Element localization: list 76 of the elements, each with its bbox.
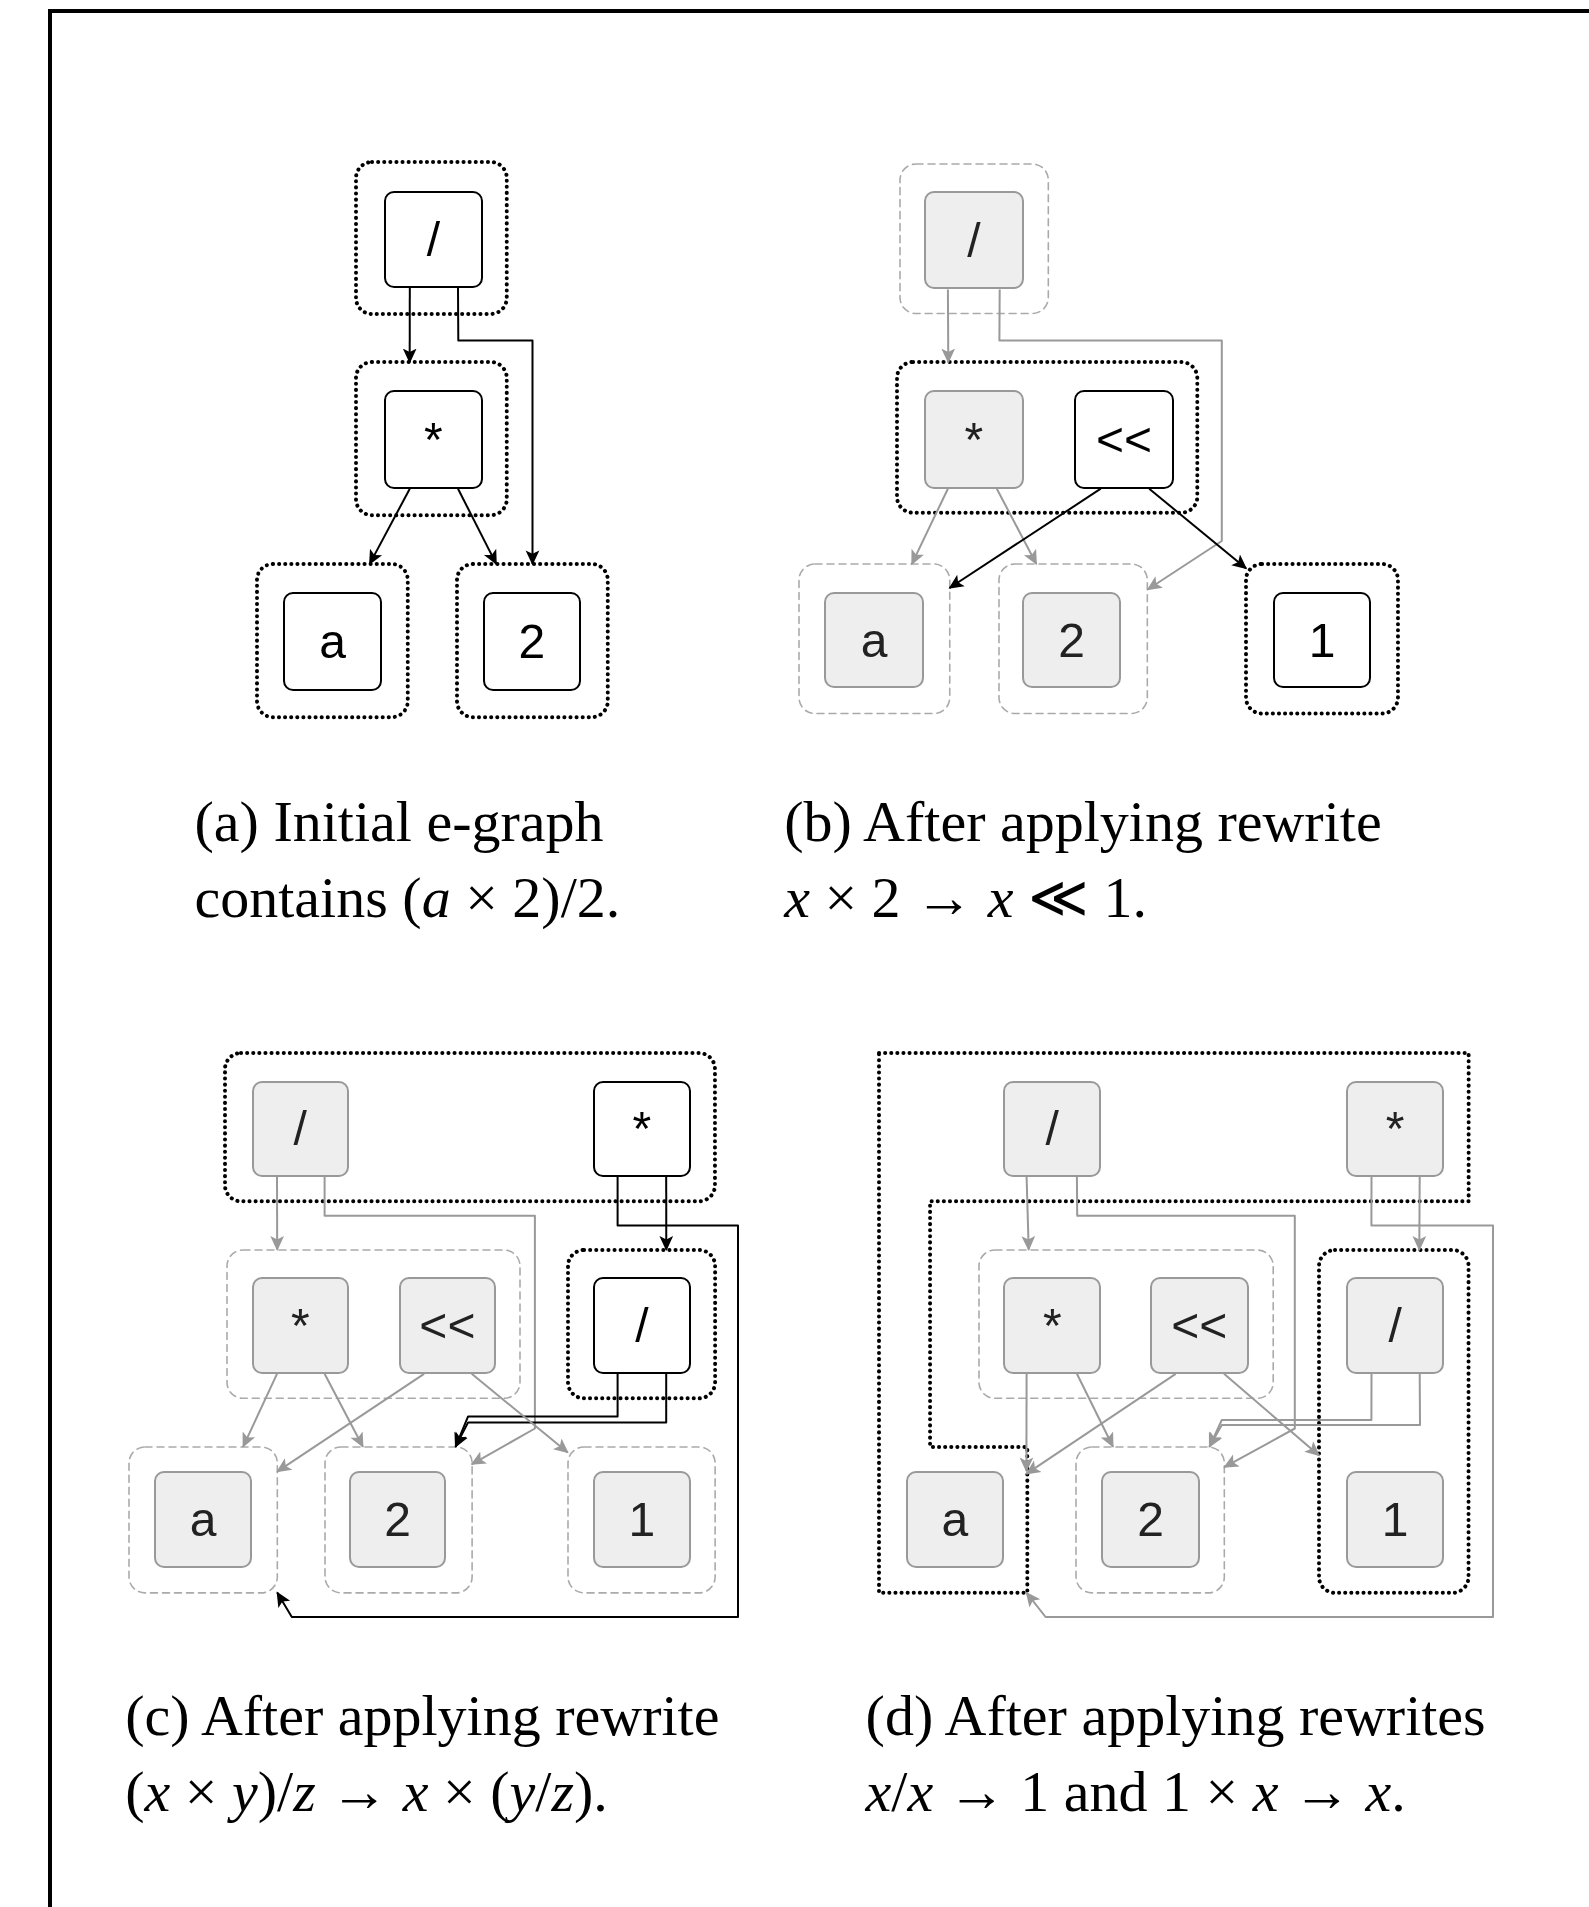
dashed-class-outline (978, 1249, 1273, 1399)
operator-node: * (384, 390, 483, 489)
operator-node: * (593, 1080, 691, 1177)
dotted-class-outline (879, 1052, 1469, 1593)
operator-node: a (283, 592, 382, 691)
arrow (1019, 1372, 1034, 1473)
operator-node: << (398, 1276, 496, 1374)
arrow (368, 487, 411, 566)
operator-node: 1 (1272, 592, 1372, 689)
arrow (1025, 1175, 1494, 1618)
dotted-class-outline (1246, 564, 1399, 714)
arrow (457, 287, 540, 566)
arrow (941, 288, 956, 364)
dotted-class-outline (457, 564, 608, 718)
arrow (242, 1372, 278, 1448)
caption: (c) After applying rewrite (x × y)/z → x × (y/z). (125, 1681, 721, 1826)
arrow (457, 487, 498, 566)
dotted-class-outline (356, 161, 507, 314)
arrow (402, 287, 417, 364)
operator-node: 1 (1345, 1471, 1445, 1569)
operator-node: 2 (348, 1471, 447, 1569)
dashed-class-outline (324, 1446, 472, 1593)
operator-node: / (593, 1276, 691, 1374)
arrow (470, 1372, 569, 1454)
arrow (270, 1175, 284, 1251)
arrow (454, 1372, 668, 1448)
caption: (a) Initial e-graph contains (a × 2)/2. (194, 788, 622, 933)
arrow (323, 1175, 536, 1466)
arrow (1148, 487, 1248, 570)
dotted-class-outline (256, 564, 408, 718)
dashed-class-outline (1075, 1446, 1225, 1593)
caption: (d) After applying rewrites x/x → 1 and 1 × x → x. (865, 1681, 1487, 1826)
dashed-class-outline (128, 1446, 278, 1593)
operator-node: 2 (1101, 1471, 1200, 1569)
dotted-class-outline (567, 1249, 715, 1399)
arrow (323, 1372, 364, 1448)
arrow (659, 1175, 674, 1251)
operator-node: 2 (482, 592, 582, 691)
arrow (1021, 1175, 1036, 1251)
arrow (276, 1372, 426, 1473)
operator-node: / (1003, 1080, 1102, 1177)
arrow (995, 487, 1038, 566)
operator-node: / (251, 1080, 349, 1177)
arrow (1075, 1175, 1296, 1469)
arrow (1075, 1372, 1114, 1448)
dotted-class-outline (897, 362, 1198, 514)
operator-node: a (154, 1471, 252, 1569)
operator-node: / (384, 190, 483, 289)
operator-node: * (1003, 1276, 1102, 1374)
operator-node: 2 (1022, 592, 1121, 689)
dashed-class-outline (567, 1446, 715, 1593)
arrow (910, 487, 949, 566)
arrow (998, 288, 1223, 591)
dashed-class-outline (798, 564, 950, 714)
arrow (1223, 1372, 1321, 1457)
arrow (948, 487, 1102, 589)
operator-node: / (923, 190, 1024, 290)
arrow (1412, 1175, 1427, 1251)
operator-node: a (905, 1471, 1005, 1569)
operator-node: * (1345, 1080, 1445, 1177)
dashed-class-outline (999, 564, 1148, 714)
dashed-class-outline (227, 1249, 521, 1399)
dashed-class-outline (899, 164, 1048, 314)
operator-node: << (1150, 1276, 1249, 1374)
caption: (b) After applying rewrite x × 2 → x ≪ 1. (784, 788, 1383, 933)
dotted-class-outline (1319, 1249, 1469, 1593)
operator-node: << (1073, 390, 1175, 489)
operator-node: 1 (593, 1471, 691, 1569)
dotted-class-outline (224, 1052, 715, 1202)
arrow (1208, 1372, 1421, 1448)
dotted-class-outline (356, 362, 507, 516)
operator-node: * (251, 1276, 349, 1374)
operator-node: * (923, 390, 1024, 489)
arrow (276, 1175, 739, 1618)
operator-node: a (824, 592, 924, 689)
operator-node: / (1345, 1276, 1445, 1374)
